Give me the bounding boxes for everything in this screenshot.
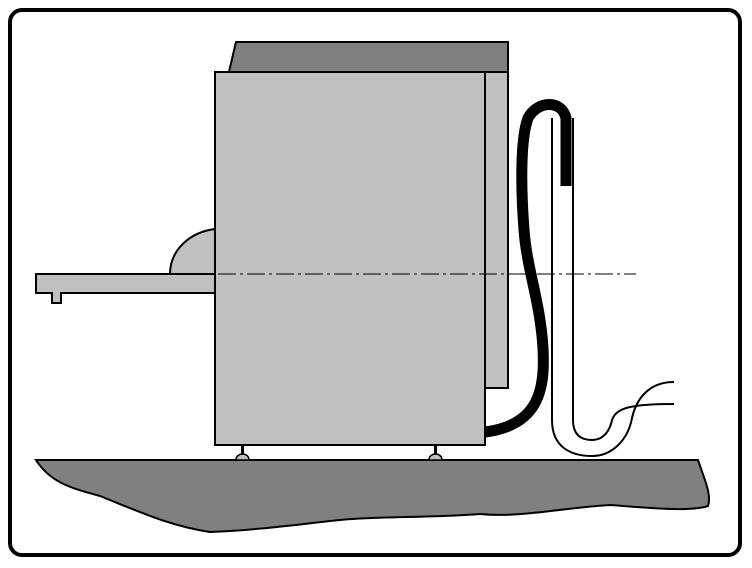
leveling-feet — [235, 445, 443, 461]
leveling-foot-rear — [428, 445, 443, 461]
dishwasher-back-panel — [482, 71, 509, 389]
floor — [34, 459, 710, 534]
standpipe-with-trap — [551, 118, 675, 458]
standpipe-outer-wall — [551, 118, 675, 458]
leveling-foot-front — [235, 445, 250, 461]
drain-hose — [484, 99, 572, 438]
standpipe-inner-wall — [572, 118, 675, 442]
dishwasher-body — [214, 71, 486, 446]
dishwasher-top-panel — [226, 41, 509, 77]
